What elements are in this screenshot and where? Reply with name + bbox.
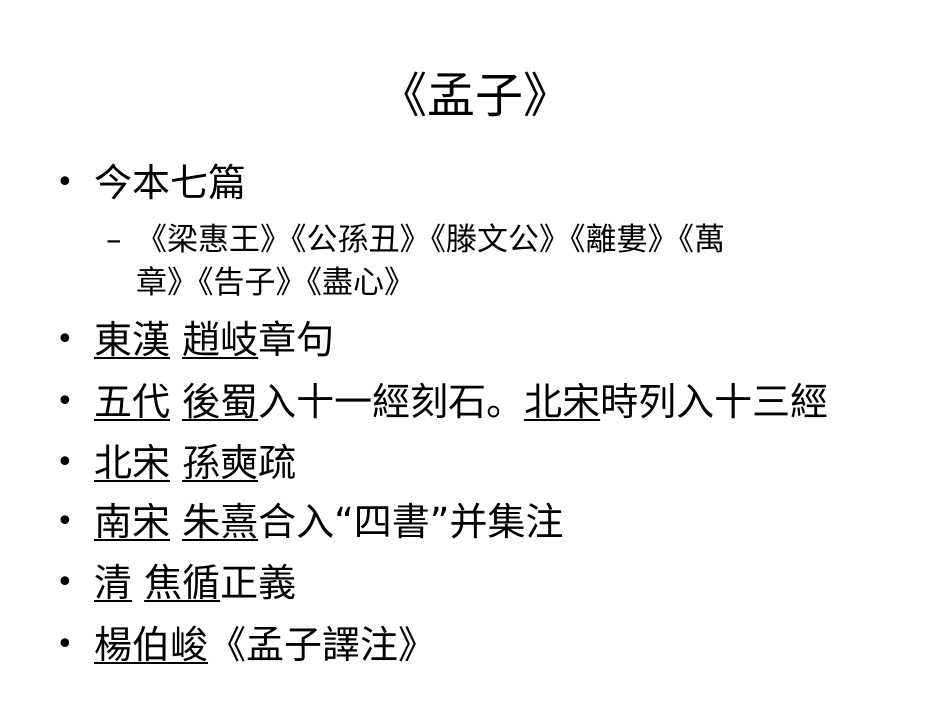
underlined-term: 楊伯峻	[94, 623, 209, 667]
bullet-icon: •	[56, 504, 74, 539]
slide-title: 《孟子》	[378, 68, 571, 124]
underlined-term: 焦循	[144, 561, 221, 605]
underlined-term: 五代	[94, 380, 171, 424]
sub-bullet-text: 《梁惠王》《公孫丑》《滕文公》《離婁》《萬	[136, 222, 725, 258]
bullet-icon: •	[56, 627, 74, 662]
underlined-term: 後蜀	[182, 380, 259, 424]
bullet-text: 疏	[258, 441, 297, 485]
dash-icon: –	[106, 222, 122, 258]
underlined-term: 清	[94, 561, 133, 605]
bullet-text: 章句	[258, 318, 335, 362]
underlined-term: 北宋	[94, 441, 171, 485]
bullet-text: 正義	[220, 561, 297, 605]
bullet-text: 今本七篇	[94, 161, 247, 205]
underlined-term: 孫奭	[182, 441, 259, 485]
bullet-text	[170, 500, 182, 544]
underlined-term: 東漢	[94, 318, 171, 362]
bullet-item: • 今本七篇	[56, 159, 247, 207]
underlined-term: 朱熹	[182, 500, 259, 544]
bullet-item: • 東漢 趙岐章句	[56, 316, 335, 364]
sub-bullet-item: –《梁惠王》《公孫丑》《滕文公》《離婁》《萬	[106, 219, 725, 261]
underlined-term: 北宋	[524, 380, 601, 424]
bullet-item: • 五代 後蜀入十一經刻石。北宋時列入十三經	[56, 378, 829, 426]
bullet-text	[132, 561, 144, 605]
bullet-item: • 南宋 朱熹合入“四書”并集注	[56, 498, 564, 546]
bullet-text: 合入“四書”并集注	[258, 500, 564, 544]
bullet-text: 入十一經刻石。	[258, 380, 525, 424]
sub-bullet-text: 章》《告子》《盡心》	[136, 265, 415, 301]
bullet-item: • 楊伯峻《孟子譯注》	[56, 621, 437, 669]
bullet-item: • 清 焦循正義	[56, 559, 297, 607]
sub-bullet-continuation: 章》《告子》《盡心》	[136, 262, 415, 304]
bullet-item: • 北宋 孫奭疏	[56, 439, 297, 487]
bullet-icon: •	[56, 165, 74, 200]
bullet-text	[170, 380, 182, 424]
bullet-icon: •	[56, 322, 74, 357]
underlined-term: 南宋	[94, 500, 171, 544]
bullet-text	[170, 318, 182, 362]
bullet-text	[170, 441, 182, 485]
bullet-icon: •	[56, 445, 74, 480]
bullet-text: 《孟子譯注》	[208, 623, 437, 667]
underlined-term: 趙岐	[182, 318, 259, 362]
bullet-icon: •	[56, 565, 74, 600]
bullet-text: 時列入十三經	[600, 380, 829, 424]
bullet-icon: •	[56, 384, 74, 419]
